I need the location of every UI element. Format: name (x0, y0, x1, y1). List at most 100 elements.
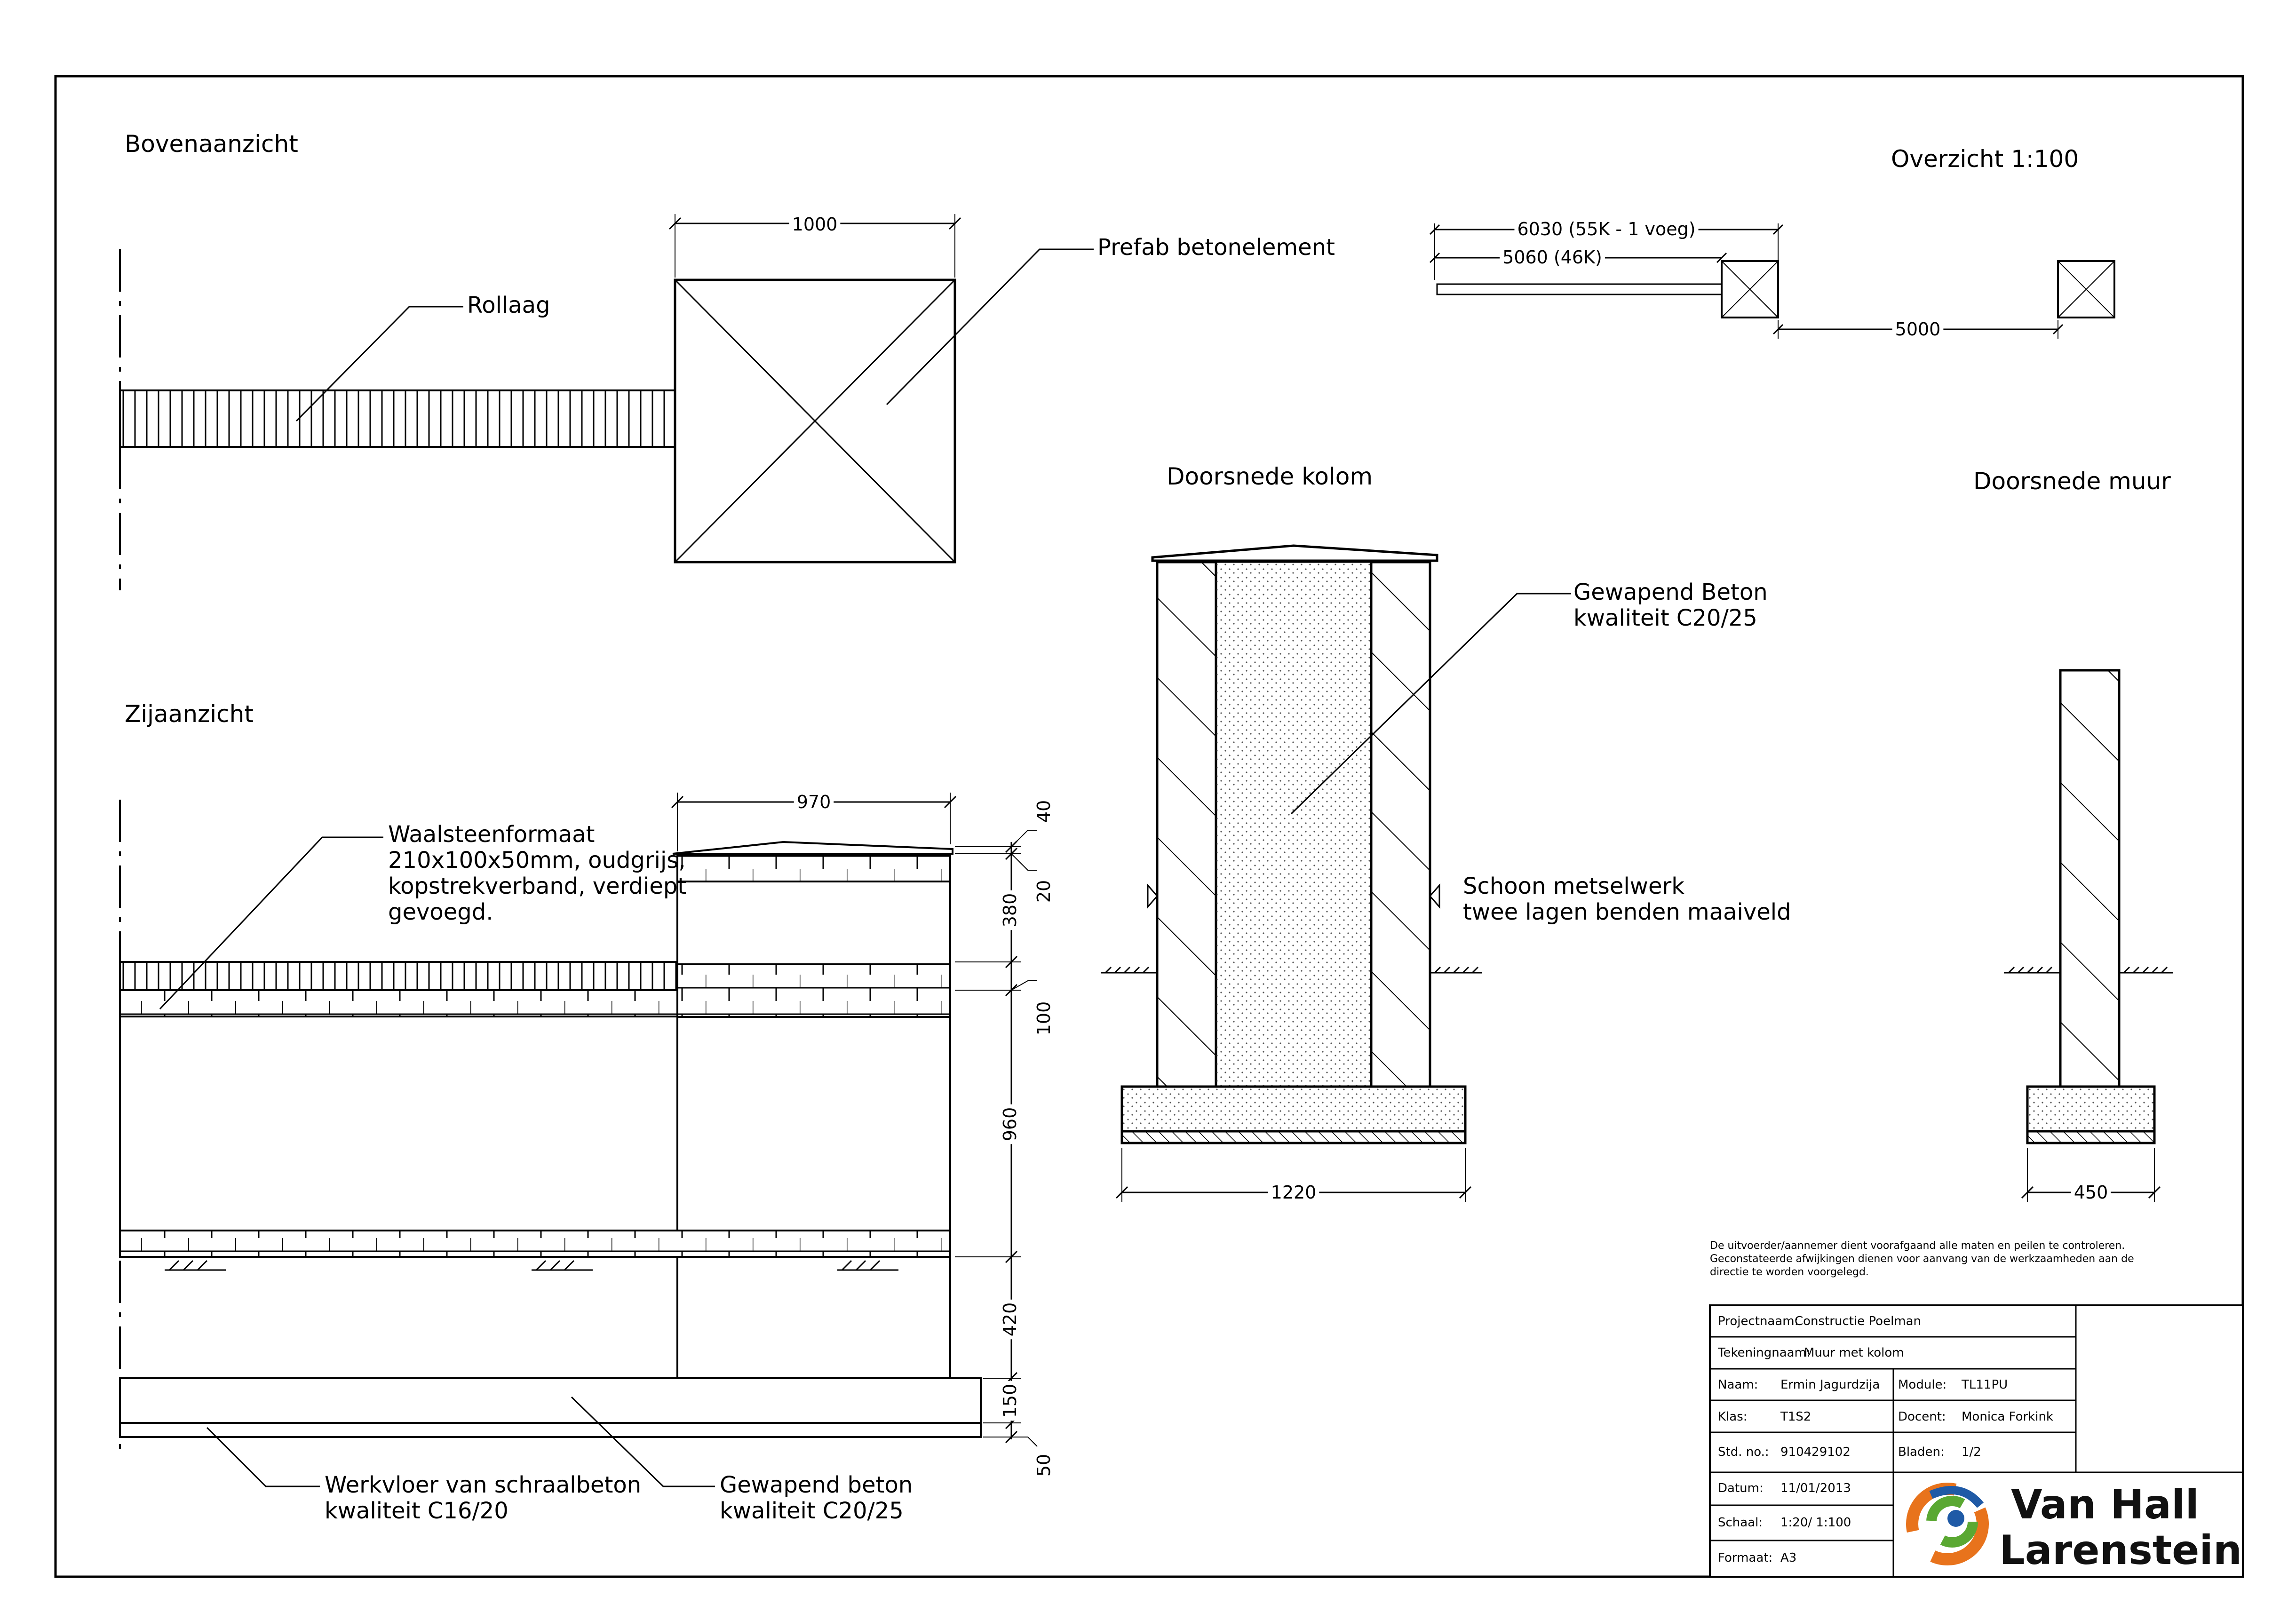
module-label: Module: (1898, 1378, 1946, 1392)
wall-section-masonry (2059, 669, 2121, 1088)
side-view-title: Zijaanzicht (125, 700, 254, 728)
general-note: De uitvoerder/aannemer dient voorafgaand… (1710, 1240, 2134, 1278)
dim-label: 5000 (1895, 319, 1941, 340)
leader-prefab (886, 248, 1094, 405)
column-masonry-right (1370, 561, 1431, 1088)
ground-symbols (165, 1260, 898, 1271)
dim-label: 450 (2074, 1182, 2108, 1203)
leader-footing (571, 1396, 715, 1487)
rollaag-strip (119, 389, 676, 448)
wall-section-footing (2026, 1085, 2156, 1133)
date-label: Datum: (1718, 1481, 1764, 1495)
leader-brick (159, 836, 383, 1010)
class-label: Klas: (1718, 1410, 1748, 1424)
dimension-top-width: 1000 (668, 213, 961, 278)
dim-label: 420 (1000, 1302, 1020, 1337)
callout-brick-1: Waalsteenformaat (388, 821, 595, 848)
project-value: Constructie Poelman (1795, 1314, 1921, 1328)
std-label: Std. no.: (1718, 1445, 1769, 1459)
logo-line-2: Larenstein (1999, 1527, 2242, 1574)
footing (119, 1377, 982, 1424)
wall-rollaag (119, 961, 678, 991)
class-value: T1S2 (1780, 1410, 1811, 1424)
van-hall-larenstein-logo: Van Hall Larenstein (1906, 1481, 2242, 1574)
dim-label: 1000 (792, 214, 838, 235)
callout-rc-1: Gewapend Beton (1573, 579, 1768, 605)
pier-brick-course (676, 963, 951, 1018)
dimension-side-width: 970 (671, 791, 957, 851)
callout-blinding-1: Werkvloer van schraalbeton (325, 1472, 641, 1498)
column-ground-level (1101, 966, 1482, 974)
leader-rc (1290, 593, 1571, 815)
callout-masonry-2: twee lagen benden maaiveld (1463, 899, 1791, 925)
wall-section: Doorsnede muur 450 (1973, 468, 2173, 1204)
module-value: TL11PU (1961, 1378, 2008, 1392)
column-blinding (1120, 1130, 1467, 1144)
title-block: Projectnaam: Constructie Poelman Tekenin… (1709, 1304, 2244, 1578)
name-label: Naam: (1718, 1378, 1758, 1392)
teacher-label: Docent: (1898, 1410, 1946, 1424)
column-section-title: Doorsnede kolom (1167, 463, 1373, 490)
teacher-value: Monica Forkink (1962, 1410, 2053, 1424)
dim-label: 380 (1000, 893, 1020, 928)
dim-label: 6030 (55K - 1 voeg) (1517, 219, 1695, 239)
dim-label: 40 (1033, 800, 1054, 823)
dim-label: 150 (1000, 1384, 1020, 1418)
pier-body (676, 881, 951, 1379)
dim-label: 50 (1033, 1454, 1054, 1477)
callout-brick-3: kopstrekverband, verdiept (388, 873, 686, 899)
column-concrete-core (1215, 561, 1372, 1088)
drawing-value: Muur met kolom (1804, 1346, 1904, 1360)
note-line-2: Geconstateerde afwijkingen dienen voor a… (1710, 1253, 2134, 1265)
wall-body (119, 1016, 678, 1231)
callout-blinding-2: kwaliteit C16/20 (325, 1498, 508, 1524)
scale-label: Schaal: (1718, 1516, 1763, 1530)
overview-title: Overzicht 1:100 (1891, 145, 2079, 173)
drawing-label: Tekeningnaam: (1717, 1346, 1811, 1360)
wall-ground-level (2004, 966, 2173, 974)
pier-top-bricks (676, 854, 951, 882)
scale-value: 1:20/ 1:100 (1780, 1516, 1851, 1530)
leader-blinding (206, 1427, 320, 1487)
callout-footing-2: kwaliteit C20/25 (720, 1498, 904, 1524)
column-masonry-left (1156, 561, 1217, 1088)
wall-section-title: Doorsnede muur (1973, 468, 2171, 495)
note-line-3: directie te worden voorgelegd. (1710, 1266, 1869, 1278)
blinding-layer (119, 1422, 982, 1438)
dim-label: 1220 (1271, 1182, 1317, 1203)
note-line-1: De uitvoerder/aannemer dient voorafgaand… (1710, 1240, 2125, 1252)
sheets-label: Bladen: (1898, 1445, 1945, 1459)
column-section: Doorsnede kolom 1220 Gewapend Beton kwal… (1101, 463, 1791, 1204)
logo-line-1: Van Hall (2011, 1481, 2199, 1528)
date-value: 11/01/2013 (1780, 1481, 1851, 1495)
name-value: Ermin Jagurdzija (1780, 1378, 1880, 1392)
callout-brick-2: 210x100x50mm, oudgrijs, (388, 847, 686, 873)
top-view: Bovenaanzicht 1000 Rollaag Prefab betone… (119, 130, 1335, 590)
callout-rollaag: Rollaag (467, 292, 550, 318)
sheets-value: 1/2 (1962, 1445, 1981, 1459)
drawing-frame (54, 75, 2244, 1578)
dimension-wall-base: 450 (2021, 1148, 2161, 1204)
project-label: Projectnaam: (1718, 1314, 1798, 1328)
dim-label: 970 (797, 792, 831, 812)
dim-label: 100 (1033, 1001, 1054, 1036)
callout-prefab: Prefab betonelement (1097, 234, 1335, 261)
callout-rc-2: kwaliteit C20/25 (1573, 605, 1757, 631)
wall-brick-course (119, 989, 678, 1017)
dim-label: 20 (1033, 880, 1054, 903)
format-label: Formaat: (1718, 1551, 1772, 1565)
column-footing (1120, 1085, 1467, 1133)
dim-label: 5060 (46K) (1502, 247, 1602, 268)
dimension-column-base: 1220 (1115, 1148, 1472, 1204)
column-cap (1151, 544, 1438, 562)
dimension-chain-vertical (955, 830, 1038, 1447)
ground-brick-course (119, 1230, 951, 1258)
top-view-title: Bovenaanzicht (125, 130, 298, 158)
wall-section-blinding (2026, 1130, 2156, 1144)
side-view: Zijaanzicht 970 (119, 700, 1055, 1524)
callout-footing-1: Gewapend beton (720, 1472, 913, 1498)
callout-brick-4: gevoegd. (388, 899, 493, 925)
leader-rollaag (295, 306, 463, 422)
format-value: A3 (1780, 1551, 1796, 1565)
